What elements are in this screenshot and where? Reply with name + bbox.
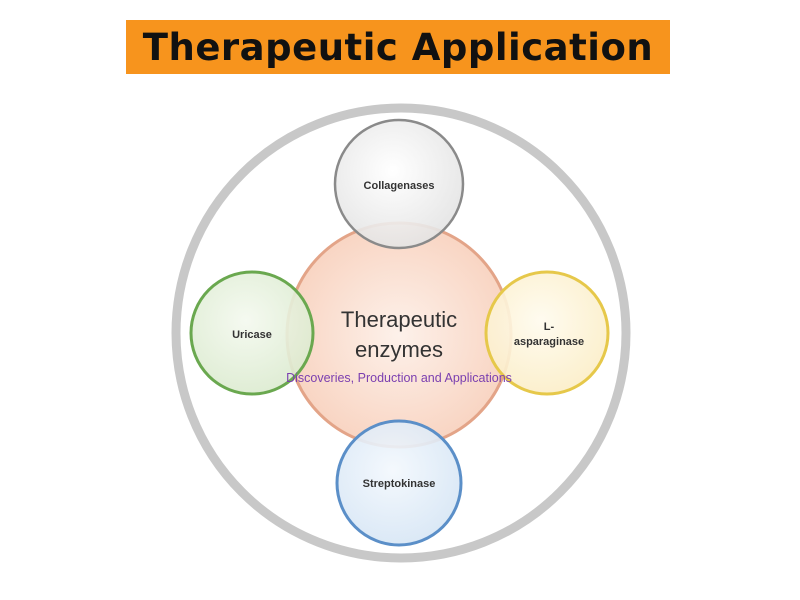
- node-bottom-label: Streptokinase: [363, 478, 436, 490]
- page-title: Therapeutic Application: [142, 25, 654, 69]
- center-title-line1: Therapeutic: [341, 307, 457, 332]
- center-title-line2: enzymes: [355, 337, 443, 362]
- node-right-label-line1: L-: [544, 321, 555, 333]
- node-top-circle: [333, 118, 465, 250]
- node-right-label-line2: asparaginase: [514, 336, 584, 348]
- node-right-circle: [484, 270, 610, 396]
- node-bottom-circle: [335, 419, 463, 547]
- node-left-circle: [189, 270, 315, 396]
- center-subtitle: Discoveries, Production and Applications: [286, 371, 512, 385]
- node-top-label: Collagenases: [364, 180, 435, 192]
- center-circle: [285, 221, 513, 449]
- title-banner: Therapeutic Application: [126, 20, 670, 74]
- node-left-label: Uricase: [232, 329, 272, 341]
